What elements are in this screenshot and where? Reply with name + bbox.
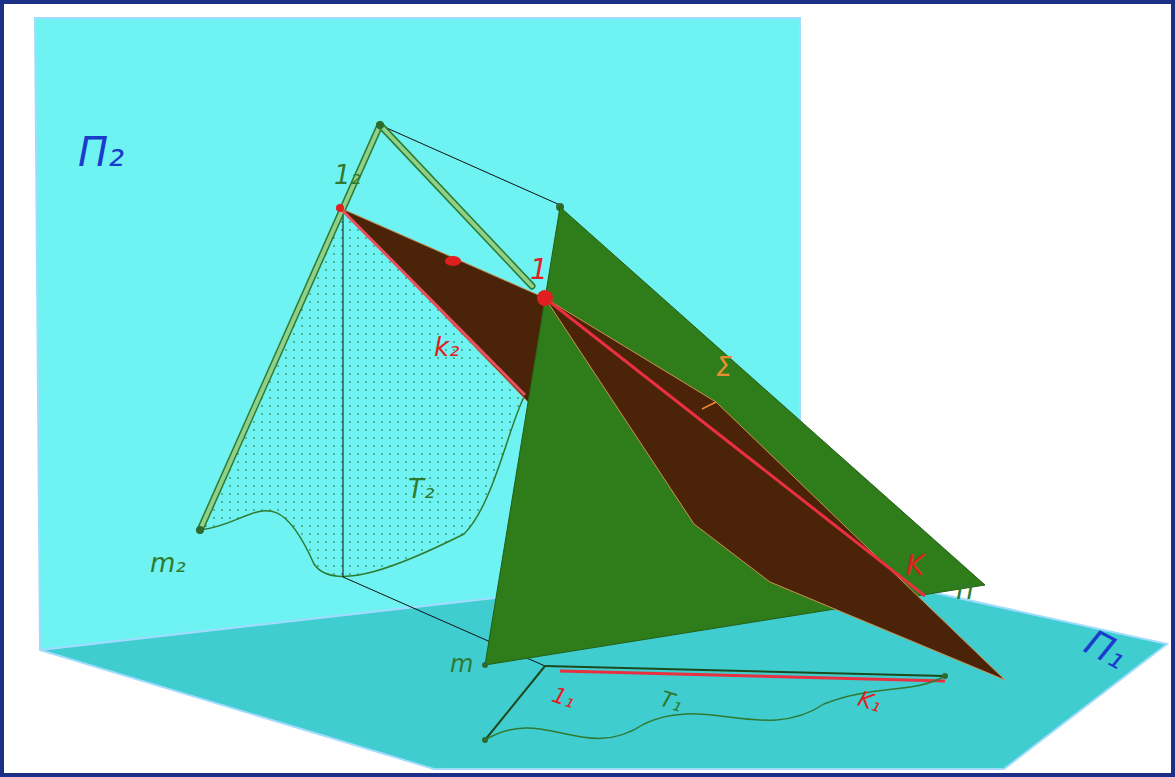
plane-name: Σ <box>716 354 732 380</box>
leader-line <box>702 402 716 409</box>
point <box>537 290 553 306</box>
point <box>376 121 384 129</box>
rod <box>200 125 380 530</box>
curve-label: T₂ <box>408 476 434 502</box>
projection-line <box>343 210 344 577</box>
point-label: 1₂ <box>334 162 361 188</box>
point <box>196 526 204 534</box>
line-label: k₂ <box>434 334 459 360</box>
plane-face <box>545 298 1005 680</box>
line-k2 <box>340 208 525 395</box>
point <box>942 673 948 679</box>
line-label: K <box>906 552 924 580</box>
line-label: m₂ <box>150 550 186 576</box>
point <box>445 256 461 266</box>
projection-line <box>380 125 560 205</box>
point <box>482 662 488 668</box>
line-k <box>545 298 925 596</box>
point <box>482 737 488 743</box>
line-label: n <box>956 576 974 604</box>
line-label: m <box>450 652 473 676</box>
plane-name: Π₂ <box>78 132 124 172</box>
canvas: Π₂1₂1k₂ΣT₂m₂nKmΠ₁1₁T₁K₁ <box>4 4 1171 773</box>
projection-k1 <box>560 671 945 681</box>
rod-outline <box>200 125 380 530</box>
plane-face <box>340 208 545 404</box>
illustration <box>4 4 1171 773</box>
curve <box>485 676 945 740</box>
point <box>336 204 344 212</box>
point-label: 1 <box>530 256 548 284</box>
dotted-area <box>200 125 525 576</box>
